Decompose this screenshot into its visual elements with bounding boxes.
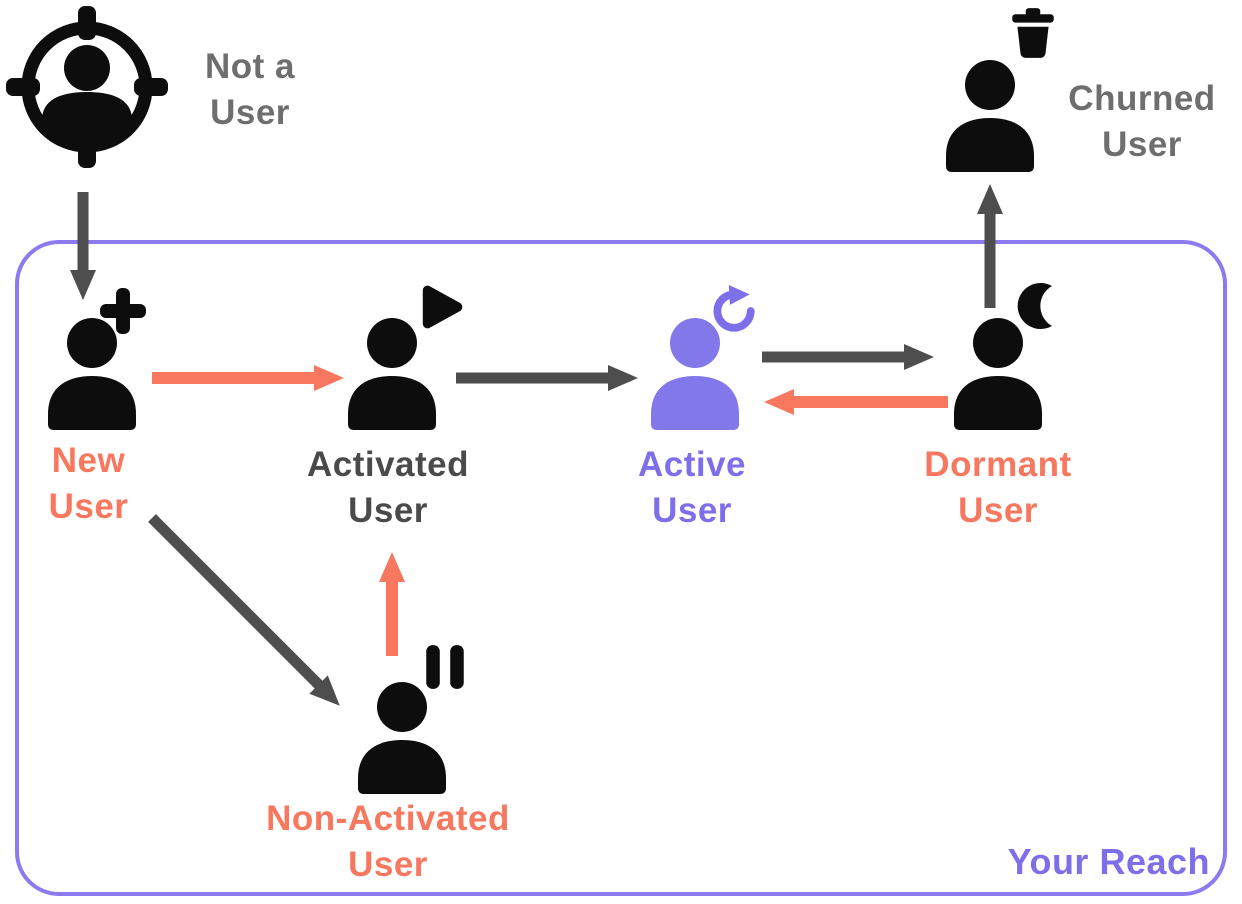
label-active-user: Active User bbox=[637, 445, 747, 530]
trash-badge-icon bbox=[1012, 8, 1054, 58]
label-churned-user: Churned User bbox=[1068, 79, 1216, 164]
person-refresh-icon bbox=[651, 318, 739, 430]
play-badge-icon bbox=[422, 285, 463, 329]
label-non-activated-user: Non-Activated User bbox=[266, 799, 510, 884]
person-moon-icon bbox=[954, 318, 1042, 430]
your-reach-boundary bbox=[15, 240, 1227, 896]
label-dormant-user: Dormant User bbox=[924, 445, 1072, 530]
plus-badge-icon bbox=[100, 288, 146, 334]
your-reach-label: Your Reach bbox=[1007, 841, 1210, 882]
refresh-badge-icon bbox=[713, 285, 755, 332]
label-activated-user: Activated User bbox=[306, 445, 470, 530]
moon-badge-icon bbox=[1017, 283, 1052, 329]
person-plus-icon bbox=[48, 318, 136, 430]
pause-badge-icon bbox=[426, 645, 464, 689]
target-person-icon bbox=[6, 6, 168, 168]
label-new-user: New User bbox=[48, 441, 129, 526]
person-trash-icon bbox=[946, 60, 1034, 172]
person-play-icon bbox=[348, 318, 436, 430]
person-pause-icon bbox=[358, 682, 446, 794]
label-not-a-user: Not a User bbox=[205, 47, 295, 132]
